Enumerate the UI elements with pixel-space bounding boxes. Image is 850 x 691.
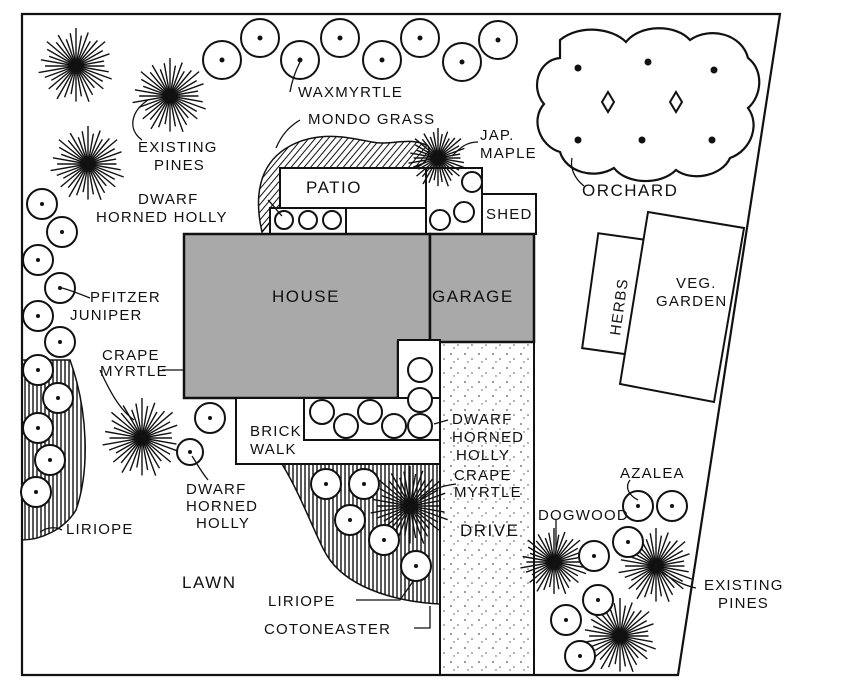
label-dwarf-horned-holly-top-2: HORNED HOLLY — [96, 209, 228, 226]
japanese-maple — [408, 128, 467, 187]
cotoneaster-shrubs — [310, 468, 432, 582]
veg-garden — [618, 210, 746, 404]
label-orchard: ORCHARD — [582, 181, 678, 200]
label-dwarf-horned-holly-left-1: DWARF — [186, 481, 246, 498]
label-jap-maple-1: JAP. — [480, 127, 515, 144]
crape-myrtle-right — [370, 466, 448, 544]
house — [182, 232, 432, 400]
orchard-canopy — [535, 27, 761, 183]
leader-lines — [39, 61, 697, 629]
pine-existing-right-2 — [582, 598, 656, 672]
label-house: HOUSE — [272, 287, 340, 306]
label-dwarf-horned-holly-mid-1: DWARF — [452, 411, 512, 428]
label-pfitzer-juniper-2: JUNIPER — [70, 307, 143, 324]
label-dwarf-horned-holly-left-2: HORNED — [186, 498, 258, 515]
label-veg-garden-2: GARDEN — [656, 293, 727, 310]
azalea-shrubs — [550, 490, 688, 672]
label-existing-pines-top-2: PINES — [154, 157, 205, 174]
label-crape-myrtle-left-1: CRAPE — [102, 347, 160, 364]
label-patio: PATIO — [306, 178, 362, 197]
label-brick-walk-1: BRICK — [250, 423, 302, 440]
label-cotoneaster: COTONEASTER — [264, 621, 391, 638]
waxmyrtle-row — [202, 18, 518, 82]
label-existing-pines-right-1: EXISTING — [704, 577, 784, 594]
label-shed: SHED — [486, 206, 532, 223]
label-jap-maple-2: MAPLE — [480, 145, 537, 162]
pfitzer-juniper-column — [20, 188, 78, 508]
crape-myrtle-left — [102, 398, 180, 476]
label-dwarf-horned-holly-left-3: HOLLY — [196, 515, 250, 532]
pine-existing-3 — [50, 126, 124, 200]
label-drive: DRIVE — [460, 521, 519, 540]
label-azalea: AZALEA — [620, 465, 685, 482]
label-dwarf-horned-holly-mid-3: HOLLY — [456, 447, 510, 464]
pine-existing-2 — [132, 58, 206, 132]
label-mondo-grass: MONDO GRASS — [308, 111, 435, 128]
garage — [428, 232, 536, 344]
label-existing-pines-top-1: EXISTING — [138, 139, 218, 156]
label-brick-walk-2: WALK — [250, 441, 297, 458]
label-liriope-left: LIRIOPE — [66, 521, 134, 538]
label-existing-pines-right-2: PINES — [718, 595, 769, 612]
label-pfitzer-juniper-1: PFITZER — [90, 289, 161, 306]
dwarf-horned-holly-shrubs — [176, 171, 483, 466]
label-veg-garden-1: VEG. — [676, 275, 717, 292]
label-crape-myrtle-right-2: MYRTLE — [454, 484, 522, 501]
drive — [440, 342, 534, 675]
label-dwarf-horned-holly-top-1: DWARF — [138, 191, 198, 208]
label-lawn: LAWN — [182, 573, 237, 592]
dogwood-tree — [520, 528, 587, 595]
label-dwarf-horned-holly-mid-2: HORNED — [452, 429, 524, 446]
shed — [481, 193, 537, 235]
label-crape-myrtle-left-2: MYRTLE — [100, 363, 168, 380]
pine-trees — [38, 28, 692, 672]
pine-existing-1 — [38, 28, 112, 102]
label-liriope-bottom: LIRIOPE — [268, 593, 336, 610]
label-crape-myrtle-right-1: CRAPE — [454, 467, 512, 484]
plan-labels: WAXMYRTLE MONDO GRASS JAP. MAPLE EXISTIN… — [66, 84, 784, 638]
label-waxmyrtle: WAXMYRTLE — [298, 84, 403, 101]
orchard-trees — [574, 58, 718, 144]
label-dogwood: DOGWOOD — [538, 507, 629, 524]
label-garage: GARAGE — [432, 287, 514, 306]
